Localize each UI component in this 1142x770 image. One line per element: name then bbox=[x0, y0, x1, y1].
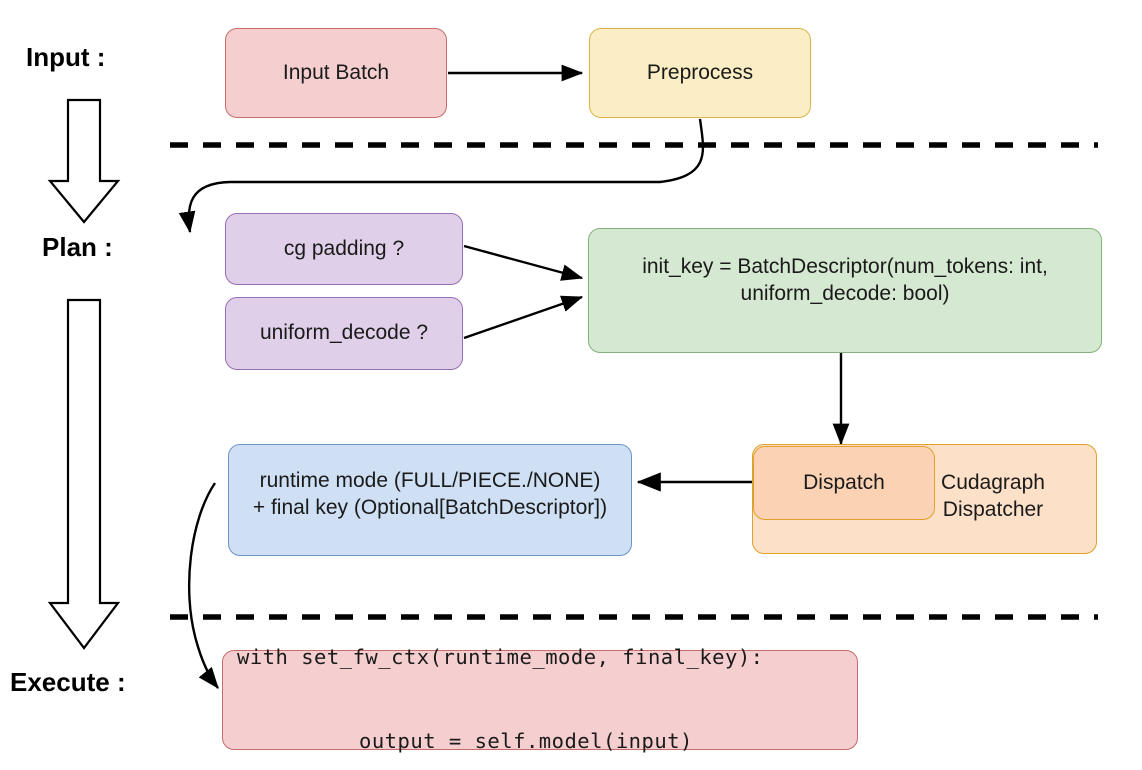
node-cg-padding-label: cg padding ? bbox=[283, 236, 405, 260]
node-init-key-line-1: init_key = BatchDescriptor(num_tokens: i… bbox=[642, 255, 1048, 278]
edge-uniform-decode-to-init-key bbox=[463, 295, 584, 340]
node-preprocess-label: Preprocess bbox=[646, 60, 754, 84]
stage-label-execute: Execute : bbox=[10, 667, 126, 697]
node-input-batch[interactable]: Input Batch bbox=[225, 28, 447, 118]
node-uniform-decode[interactable]: uniform_decode ? bbox=[225, 297, 463, 370]
node-input-batch-label: Input Batch bbox=[282, 60, 390, 84]
node-cg-padding[interactable]: cg padding ? bbox=[225, 213, 463, 285]
stage-label-plan: Plan : bbox=[42, 232, 113, 262]
flow-arrow-input-to-plan bbox=[47, 98, 121, 224]
node-init-key-line-2: uniform_decode: bool) bbox=[740, 282, 950, 306]
edge-runtime-mode-to-execute-code bbox=[187, 482, 219, 689]
node-cudagraph-dispatcher-line-1: Cudagraph bbox=[941, 471, 1045, 494]
edge-cg-padding-to-init-key bbox=[463, 244, 584, 281]
flow-arrow-plan-to-execute bbox=[47, 298, 121, 650]
node-execute-code-line-1: with set_fw_ctx(runtime_mode, final_key)… bbox=[237, 645, 764, 670]
node-runtime-mode-line-1: runtime mode (FULL/PIECE./NONE) bbox=[259, 469, 601, 492]
node-uniform-decode-label: uniform_decode ? bbox=[259, 321, 429, 345]
stage-label-input: Input : bbox=[26, 42, 106, 72]
node-runtime-mode[interactable]: runtime mode (FULL/PIECE./NONE) + final … bbox=[228, 444, 632, 556]
node-init-key[interactable]: init_key = BatchDescriptor(num_tokens: i… bbox=[588, 228, 1102, 353]
node-execute-code-line-2: output = self.model(input) bbox=[307, 728, 693, 753]
node-execute-code[interactable]: with set_fw_ctx(runtime_mode, final_key)… bbox=[222, 645, 858, 753]
node-dispatch-label: Dispatch bbox=[803, 470, 885, 494]
node-preprocess[interactable]: Preprocess bbox=[589, 28, 811, 118]
node-dispatch[interactable]: Dispatch bbox=[753, 446, 935, 520]
node-cudagraph-dispatcher-line-2: Dispatcher bbox=[942, 498, 1044, 522]
node-runtime-mode-line-2: + final key (Optional[BatchDescriptor]) bbox=[252, 496, 608, 520]
